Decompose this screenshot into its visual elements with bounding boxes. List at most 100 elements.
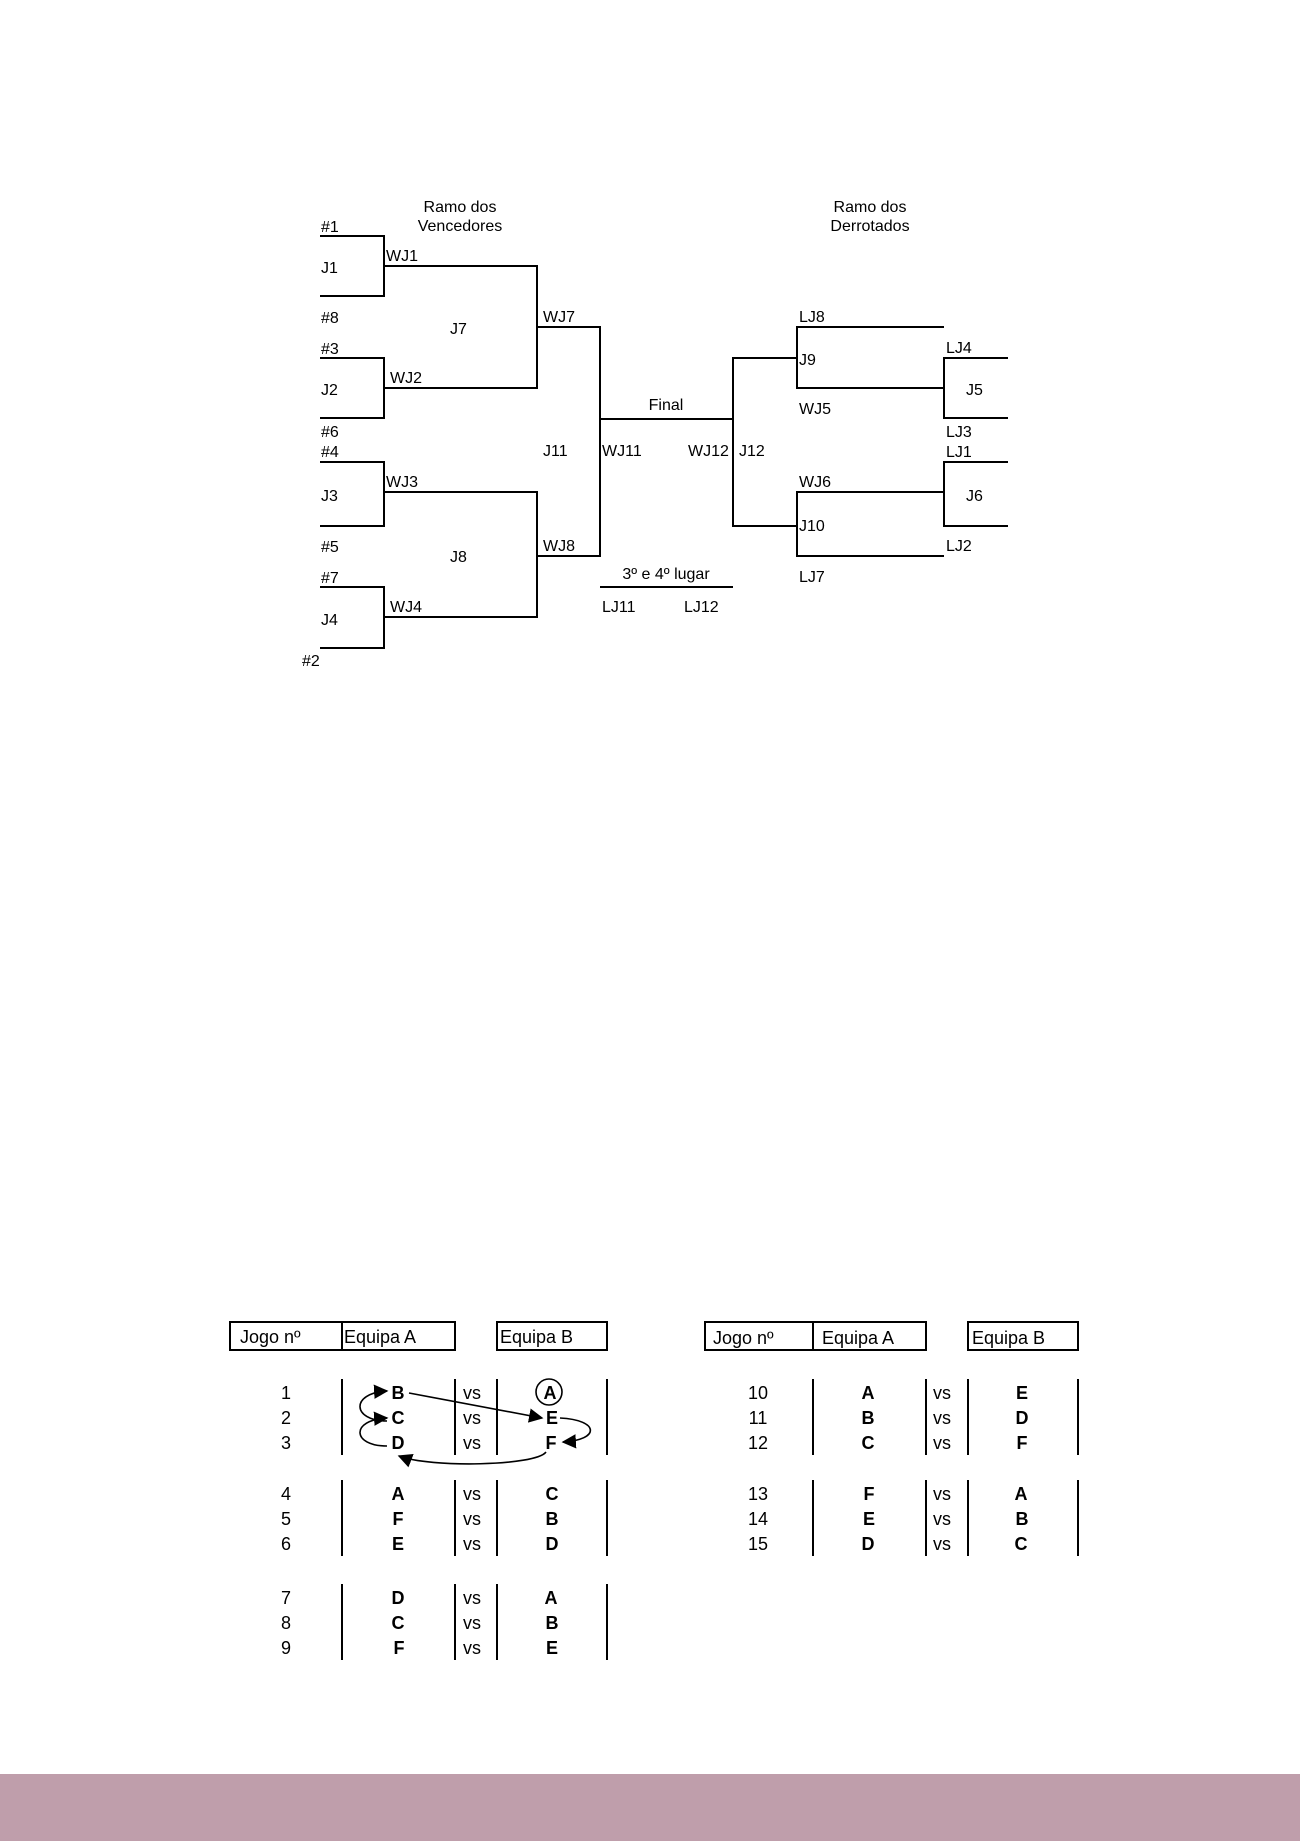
team-b-cell: E [546, 1638, 558, 1658]
winner-label: WJ8 [543, 538, 575, 555]
vs-label: vs [463, 1534, 481, 1554]
circled-team-marker [535, 1378, 563, 1406]
header-game-no: Jogo nº [713, 1328, 774, 1348]
team-b-cell: C [546, 1484, 559, 1504]
loser-label: LJ3 [946, 424, 972, 441]
third-place-label: 3º e 4º lugar [622, 566, 710, 583]
team-a-cell: A [392, 1484, 405, 1504]
bracket-line-j9 [796, 326, 944, 389]
loser-label: LJ8 [799, 309, 825, 326]
game-label-j10: J10 [799, 518, 825, 535]
header-box-team-a [812, 1321, 927, 1351]
losers-title-line1: Ramo dos [834, 199, 907, 216]
winner-label: WJ3 [386, 474, 418, 491]
header-team-b: Equipa B [972, 1328, 1045, 1348]
bracket-line-j11 [537, 326, 601, 557]
team-a-cell: F [394, 1638, 405, 1658]
svg-text:1: 1 [281, 1383, 291, 1403]
losers-title-line2: Derrotados [830, 218, 909, 235]
svg-text:11: 11 [749, 1408, 768, 1428]
seed-label: #5 [321, 539, 339, 556]
team-b-cell: E [1016, 1383, 1028, 1403]
bracket-line-j3 [320, 461, 385, 527]
header-box-team-b [967, 1321, 1079, 1351]
svg-text:8: 8 [281, 1613, 291, 1633]
team-a-cell: C [392, 1408, 405, 1428]
winner-label: WJ5 [799, 401, 831, 418]
seed-label: #7 [321, 570, 339, 587]
svg-text:3: 3 [281, 1433, 291, 1453]
game-label-j2: J2 [321, 382, 338, 399]
arrow-b-to-e [408, 1392, 544, 1423]
game-label-j3: J3 [321, 488, 338, 505]
team-b-cell: E [546, 1408, 558, 1428]
team-b-cell: B [546, 1613, 559, 1633]
winners-title-line2: Vencedores [418, 218, 503, 235]
team-b-cell: C [1015, 1534, 1028, 1554]
team-b-cell: B [546, 1509, 559, 1529]
seed-label: #8 [321, 310, 339, 327]
game-label-j8: J8 [450, 549, 467, 566]
header-box-team-a [341, 1321, 456, 1351]
seed-label: #3 [321, 341, 339, 358]
header-team-b: Equipa B [500, 1327, 573, 1347]
winners-title-line1: Ramo dos [424, 199, 497, 216]
arrow-d-to-c [359, 1411, 389, 1447]
loser-label: LJ11 [602, 599, 636, 616]
seed-label: #1 [321, 219, 339, 236]
header-box-team-b [496, 1321, 608, 1351]
arrow-c-to-b [359, 1384, 389, 1422]
team-b-cell: A [1015, 1484, 1028, 1504]
seed-label: #6 [321, 424, 339, 441]
bracket-line-j10 [796, 491, 944, 557]
game-label-j4: J4 [321, 612, 338, 629]
game-label-j12: J12 [739, 443, 765, 460]
header-game-no: Jogo nº [240, 1327, 301, 1347]
vs-label: vs [463, 1484, 481, 1504]
svg-text:4: 4 [281, 1484, 291, 1504]
vs-label: vs [463, 1408, 481, 1428]
team-a-cell: D [862, 1534, 875, 1554]
bracket-line-j12 [732, 357, 797, 527]
vs-label: vs [933, 1408, 951, 1428]
team-a-cell: F [393, 1509, 404, 1529]
bracket-line-j8 [384, 491, 538, 618]
winner-label: WJ12 [688, 443, 729, 460]
loser-label: LJ12 [684, 599, 719, 616]
game-label-j5: J5 [966, 382, 983, 399]
svg-text:15: 15 [748, 1534, 768, 1554]
winner-label: WJ6 [799, 474, 831, 491]
team-a-cell: B [392, 1383, 405, 1403]
team-a-cell: D [392, 1433, 405, 1453]
game-label-j6: J6 [966, 488, 983, 505]
loser-label: LJ4 [946, 340, 972, 357]
team-a-cell: A [862, 1383, 875, 1403]
team-a-cell: B [862, 1408, 875, 1428]
team-a-cell: E [863, 1509, 875, 1529]
svg-text:13: 13 [748, 1484, 768, 1504]
vs-label: vs [463, 1433, 481, 1453]
team-b-cell: F [1017, 1433, 1028, 1453]
seed-label: #2 [302, 653, 320, 670]
game-label-j11: J11 [543, 443, 568, 460]
vs-label: vs [463, 1509, 481, 1529]
team-b-cell: D [1016, 1408, 1029, 1428]
loser-label: LJ2 [946, 538, 972, 555]
svg-text:10: 10 [748, 1383, 768, 1403]
bracket-diagram [320, 235, 1008, 649]
team-a-cell: E [392, 1534, 404, 1554]
rotation-arrows [359, 1384, 592, 1468]
loser-label: LJ1 [946, 444, 972, 461]
vs-label: vs [933, 1509, 951, 1529]
team-a-cell: F [864, 1484, 875, 1504]
